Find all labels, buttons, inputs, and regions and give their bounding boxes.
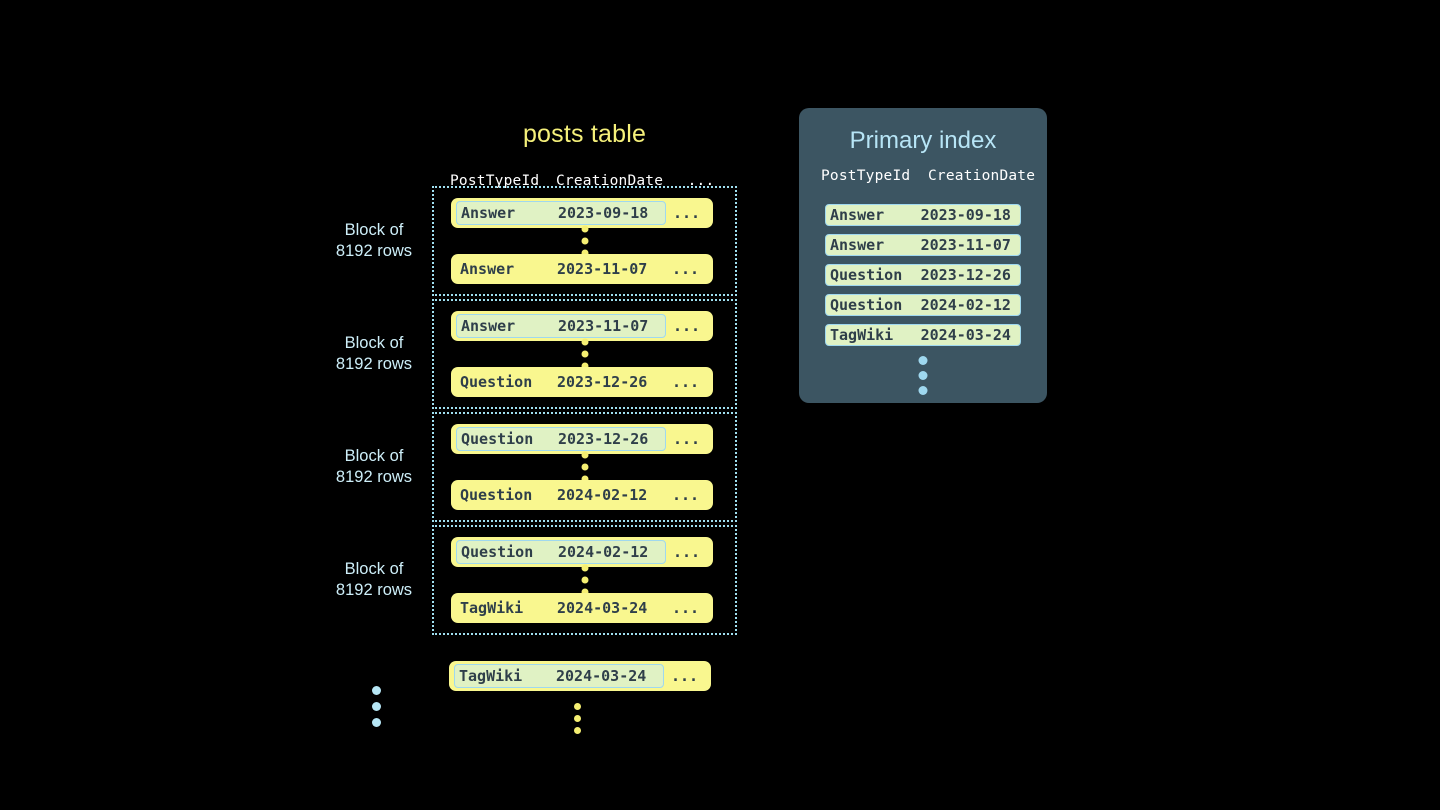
cell-creationdate: 2023-11-07: [557, 260, 648, 278]
block-group: Block of 8192 rows Question 2024-02-12 .…: [336, 525, 737, 635]
row-cells: Answer 2023-11-07: [456, 257, 664, 281]
block-group: Block of 8192 rows Answer 2023-11-07 ...…: [336, 299, 737, 409]
block-label-line2: 8192 rows: [335, 242, 413, 260]
column-header-creationdate: CreationDate: [928, 168, 1036, 184]
row-cells: Question 2024-02-12: [456, 483, 664, 507]
cell-ellipsis: ...: [672, 317, 701, 335]
block-label-line1: Block of: [344, 221, 404, 239]
cell-posttypeid: TagWiki: [460, 599, 524, 617]
cell-creationdate: 2024-03-24: [557, 599, 648, 617]
table-row[interactable]: Question 2024-02-12 ...: [451, 537, 713, 567]
block-label-line1: Block of: [344, 560, 404, 578]
cell-posttypeid: Question: [461, 430, 534, 448]
cell-ellipsis: ...: [671, 373, 700, 391]
row-cells: TagWiki 2024-03-24: [454, 664, 664, 688]
cell-creationdate: 2023-09-18: [920, 206, 1011, 224]
primary-index-title: Primary index: [849, 127, 997, 154]
vertical-ellipsis-icon: [581, 451, 588, 483]
cell-posttypeid: Question: [830, 266, 903, 284]
cell-creationdate: 2023-12-26: [557, 373, 648, 391]
block-label-line2: 8192 rows: [335, 468, 413, 486]
cell-ellipsis: ...: [672, 543, 701, 561]
table-row[interactable]: Question 2024-02-12 ...: [451, 480, 713, 510]
list-item[interactable]: Question 2023-12-26: [825, 264, 1021, 286]
vertical-ellipsis-icon: [581, 338, 588, 370]
column-header-posttypeid: PostTypeId: [821, 168, 911, 184]
column-header-ellipsis: ...: [687, 173, 715, 189]
row-cells: Question 2023-12-26: [456, 427, 666, 451]
cell-posttypeid: Answer: [460, 260, 515, 278]
block-label: Block of 8192 rows: [324, 559, 424, 601]
block-group: Block of 8192 rows Answer 2023-09-18 ...…: [336, 186, 737, 296]
posts-table-column-headers: PostTypeId CreationDate ...: [450, 173, 735, 189]
cell-ellipsis: ...: [671, 486, 700, 504]
cell-ellipsis: ...: [670, 667, 699, 685]
cell-creationdate: 2023-12-26: [558, 430, 649, 448]
row-cells: TagWiki 2024-03-24: [456, 596, 664, 620]
block-label: Block of 8192 rows: [324, 333, 424, 375]
list-item[interactable]: Answer 2023-09-18: [825, 204, 1021, 226]
cell-posttypeid: Question: [830, 296, 903, 314]
primary-index-panel: Primary index PostTypeId CreationDate An…: [799, 108, 1047, 403]
block-label-line1: Block of: [344, 447, 404, 465]
list-item[interactable]: Question 2024-02-12: [825, 294, 1021, 316]
cell-posttypeid: Question: [461, 543, 534, 561]
vertical-ellipsis-icon: [581, 225, 588, 257]
vertical-ellipsis-icon: [581, 564, 588, 596]
page-title: posts table: [522, 120, 647, 148]
block-label: Block of 8192 rows: [324, 220, 424, 262]
primary-index-column-headers: PostTypeId CreationDate: [821, 168, 1036, 184]
table-continues-ellipsis-icon: [574, 703, 581, 734]
row-cells: Answer 2023-11-07: [456, 314, 666, 338]
cell-posttypeid: Answer: [461, 317, 516, 335]
cell-creationdate: 2023-11-07: [920, 236, 1011, 254]
cell-creationdate: 2024-03-24: [556, 667, 647, 685]
cell-creationdate: 2023-09-18: [558, 204, 649, 222]
block-label: Block of 8192 rows: [324, 446, 424, 488]
table-row[interactable]: Answer 2023-11-07 ...: [451, 254, 713, 284]
cell-creationdate: 2023-11-07: [558, 317, 649, 335]
cell-posttypeid: Answer: [830, 236, 885, 254]
cell-posttypeid: Question: [460, 373, 533, 391]
column-header-posttypeid: PostTypeId: [450, 173, 540, 189]
table-row[interactable]: Answer 2023-09-18 ...: [451, 198, 713, 228]
primary-index-row-list: Answer 2023-09-18 Answer 2023-11-07 Ques…: [825, 204, 1021, 354]
column-header-creationdate: CreationDate: [556, 173, 664, 189]
cell-posttypeid: TagWiki: [459, 667, 523, 685]
cell-creationdate: 2024-02-12: [557, 486, 648, 504]
block-label-line1: Block of: [344, 334, 404, 352]
table-row[interactable]: Answer 2023-11-07 ...: [451, 311, 713, 341]
table-row[interactable]: TagWiki 2024-03-24 ...: [449, 661, 711, 691]
block-label-line2: 8192 rows: [335, 581, 413, 599]
cell-ellipsis: ...: [672, 204, 701, 222]
cell-posttypeid: TagWiki: [830, 326, 894, 344]
cell-creationdate: 2024-02-12: [558, 543, 649, 561]
cell-posttypeid: Question: [460, 486, 533, 504]
table-row[interactable]: Question 2023-12-26 ...: [451, 367, 713, 397]
cell-creationdate: 2024-02-12: [920, 296, 1011, 314]
blocks-continue-ellipsis-icon: [372, 686, 381, 727]
block-label-line2: 8192 rows: [335, 355, 413, 373]
list-item[interactable]: Answer 2023-11-07: [825, 234, 1021, 256]
cell-ellipsis: ...: [672, 430, 701, 448]
cell-creationdate: 2023-12-26: [920, 266, 1011, 284]
row-cells: Question 2023-12-26: [456, 370, 664, 394]
cell-posttypeid: Answer: [830, 206, 885, 224]
cell-ellipsis: ...: [671, 599, 700, 617]
table-row[interactable]: TagWiki 2024-03-24 ...: [451, 593, 713, 623]
cell-creationdate: 2024-03-24: [920, 326, 1011, 344]
cell-ellipsis: ...: [671, 260, 700, 278]
block-list: Block of 8192 rows Answer 2023-09-18 ...…: [336, 186, 737, 638]
row-cells: Question 2024-02-12: [456, 540, 666, 564]
list-item[interactable]: TagWiki 2024-03-24: [825, 324, 1021, 346]
row-cells: Answer 2023-09-18: [456, 201, 666, 225]
table-row[interactable]: Question 2023-12-26 ...: [451, 424, 713, 454]
block-group: Block of 8192 rows Question 2023-12-26 .…: [336, 412, 737, 522]
index-continues-ellipsis-icon: [918, 356, 928, 395]
cell-posttypeid: Answer: [461, 204, 516, 222]
